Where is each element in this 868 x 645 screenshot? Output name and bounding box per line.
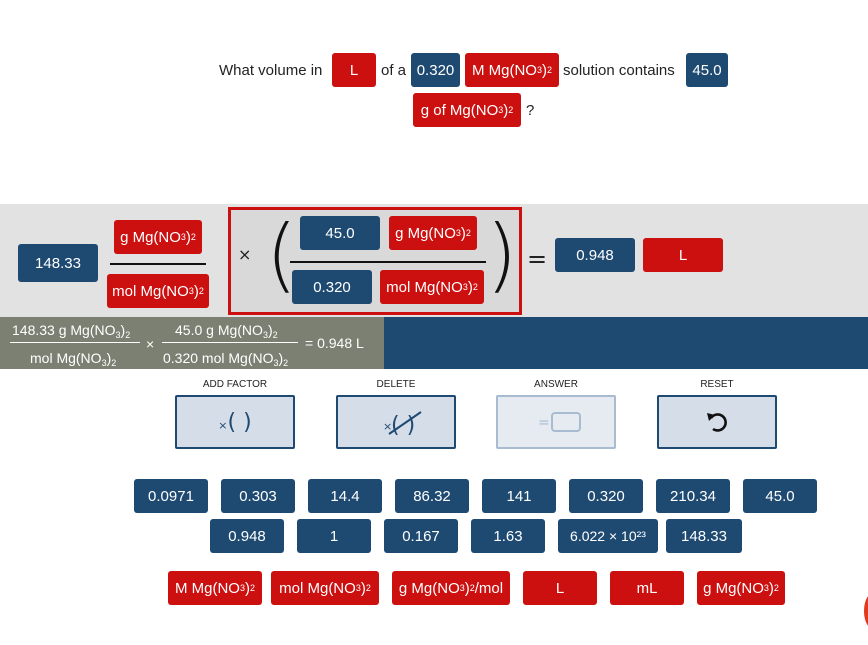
- answer-unit-tile: L: [643, 238, 723, 272]
- summary-right-denominator: 0.320 mol Mg(NO3)2: [163, 350, 289, 368]
- summary-right-numerator: 45.0 g Mg(NO3)2: [175, 322, 278, 340]
- given-value-tile[interactable]: 148.33: [18, 244, 98, 282]
- summary-right-bar: [162, 342, 298, 343]
- add-factor-icon: ×( ): [218, 409, 252, 435]
- question-text-3: solution contains: [563, 62, 675, 79]
- factor2-fraction-bar: [290, 261, 486, 263]
- value-tile[interactable]: 0.167: [384, 519, 458, 553]
- answer-label: ANSWER: [534, 379, 578, 390]
- factor2-numerator-value[interactable]: 45.0: [300, 216, 380, 250]
- summary-strip-blue: [384, 317, 868, 369]
- summary-left-bar: [10, 342, 140, 343]
- value-tile[interactable]: 1.63: [471, 519, 545, 553]
- answer-box-icon: =: [538, 412, 581, 432]
- question-text-2: of a: [381, 62, 407, 79]
- factor1-fraction-bar: [110, 263, 206, 265]
- value-tile[interactable]: 0.0971: [134, 479, 208, 513]
- question-mark: ?: [526, 102, 535, 119]
- reset-icon: [707, 413, 727, 432]
- summary-multiply: ×: [146, 336, 155, 352]
- unit-tile-L[interactable]: L: [523, 571, 597, 605]
- delete-factor-icon: × ( ): [383, 411, 422, 438]
- value-tile[interactable]: 45.0: [743, 479, 817, 513]
- question-text-1: What volume in: [219, 62, 323, 79]
- summary-left-numerator: 148.33 g Mg(NO3)2: [12, 322, 131, 340]
- question-molarity: 0.320: [411, 53, 460, 87]
- value-tile[interactable]: 148.33: [666, 519, 742, 553]
- value-tile[interactable]: 86.32: [395, 479, 469, 513]
- value-tile[interactable]: 0.303: [221, 479, 295, 513]
- question-mass: 45.0: [686, 53, 728, 87]
- factor2-denominator-value[interactable]: 0.320: [292, 270, 372, 304]
- help-button-edge[interactable]: [864, 594, 868, 628]
- add-factor-label: ADD FACTOR: [202, 379, 268, 390]
- delete-button[interactable]: × ( ): [336, 395, 456, 449]
- value-tile[interactable]: 0.320: [569, 479, 643, 513]
- add-factor-button[interactable]: ×( ): [175, 395, 295, 449]
- summary-strip: [0, 317, 384, 369]
- value-tile[interactable]: 0.948: [210, 519, 284, 553]
- summary-result: = 0.948 L: [305, 335, 364, 351]
- value-tile[interactable]: 210.34: [656, 479, 730, 513]
- value-tile[interactable]: 141: [482, 479, 556, 513]
- multiply-sign: ×: [238, 245, 252, 264]
- reset-button[interactable]: [657, 395, 777, 449]
- answer-value-tile: 0.948: [555, 238, 635, 272]
- reset-label: RESET: [700, 379, 734, 390]
- answer-button[interactable]: =: [496, 395, 616, 449]
- equals-sign: =: [527, 245, 548, 273]
- value-tile[interactable]: 6.022 × 10²³: [558, 519, 658, 553]
- svg-text:×: ×: [383, 420, 392, 433]
- right-parenthesis: ): [486, 208, 518, 301]
- value-tile[interactable]: 14.4: [308, 479, 382, 513]
- summary-left-denominator: mol Mg(NO3)2: [30, 350, 117, 368]
- unit-tile-mL[interactable]: mL: [610, 571, 684, 605]
- value-tile[interactable]: 1: [297, 519, 371, 553]
- question-unit-L: L: [332, 53, 376, 87]
- svg-text:=: =: [538, 415, 550, 431]
- delete-label: DELETE: [376, 379, 416, 390]
